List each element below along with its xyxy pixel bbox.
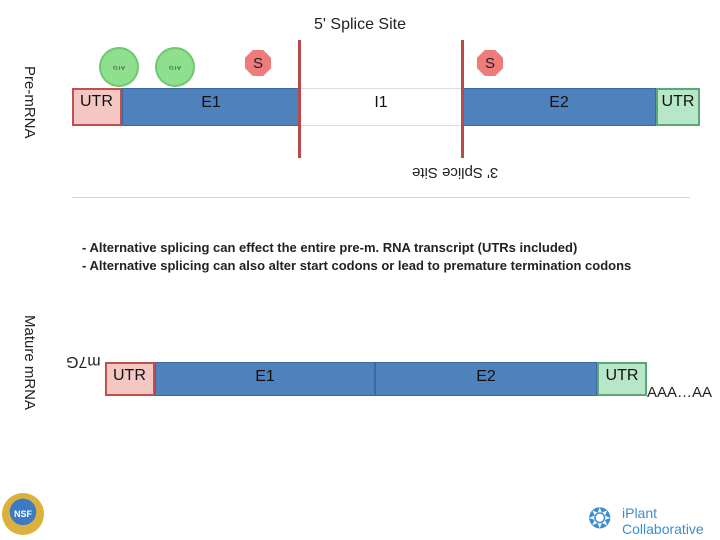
splice-3-label: 3' Splice Site	[412, 164, 499, 181]
splice-3-line	[461, 40, 464, 158]
pre-utr-right: UTR	[656, 88, 700, 126]
start-codon-text-2: ATG	[169, 64, 181, 70]
pre-intron-1: I1	[300, 88, 462, 126]
splice-5-title: 5' Splice Site	[314, 16, 406, 33]
poly-a-tail: AAA…AA	[647, 384, 713, 401]
pre-exon-2: E2	[462, 88, 656, 126]
iplant-logo-line2: Collaborative	[622, 521, 704, 537]
start-codon-circle-1: ATG	[99, 47, 139, 87]
pre-mrna-label: Pre-mRNA	[21, 66, 38, 139]
cap-m7g-label: m7G	[66, 353, 101, 370]
mature-exon-2: E2	[375, 362, 597, 396]
mature-exon-1: E1	[155, 362, 375, 396]
iplant-logo-icon: ❂	[588, 503, 612, 534]
note-1: - Alternative splicing can effect the en…	[82, 240, 578, 255]
mature-mrna-label: Mature mRNA	[21, 315, 38, 411]
divider	[72, 197, 690, 198]
mature-utr-left: UTR	[105, 362, 155, 396]
stop-marker-2: S	[477, 50, 503, 76]
start-codon-text-1: ATG	[113, 64, 125, 70]
note-2: - Alternative splicing can also alter st…	[82, 258, 632, 273]
nsf-logo: NSF	[2, 493, 44, 535]
pre-exon-1: E1	[122, 88, 300, 126]
splice-5-line	[298, 40, 301, 158]
start-codon-circle-2: ATG	[155, 47, 195, 87]
stop-marker-1: S	[245, 50, 271, 76]
mature-utr-right: UTR	[597, 362, 647, 396]
iplant-logo-line1: iPlant	[622, 505, 658, 521]
pre-utr-left: UTR	[72, 88, 122, 126]
